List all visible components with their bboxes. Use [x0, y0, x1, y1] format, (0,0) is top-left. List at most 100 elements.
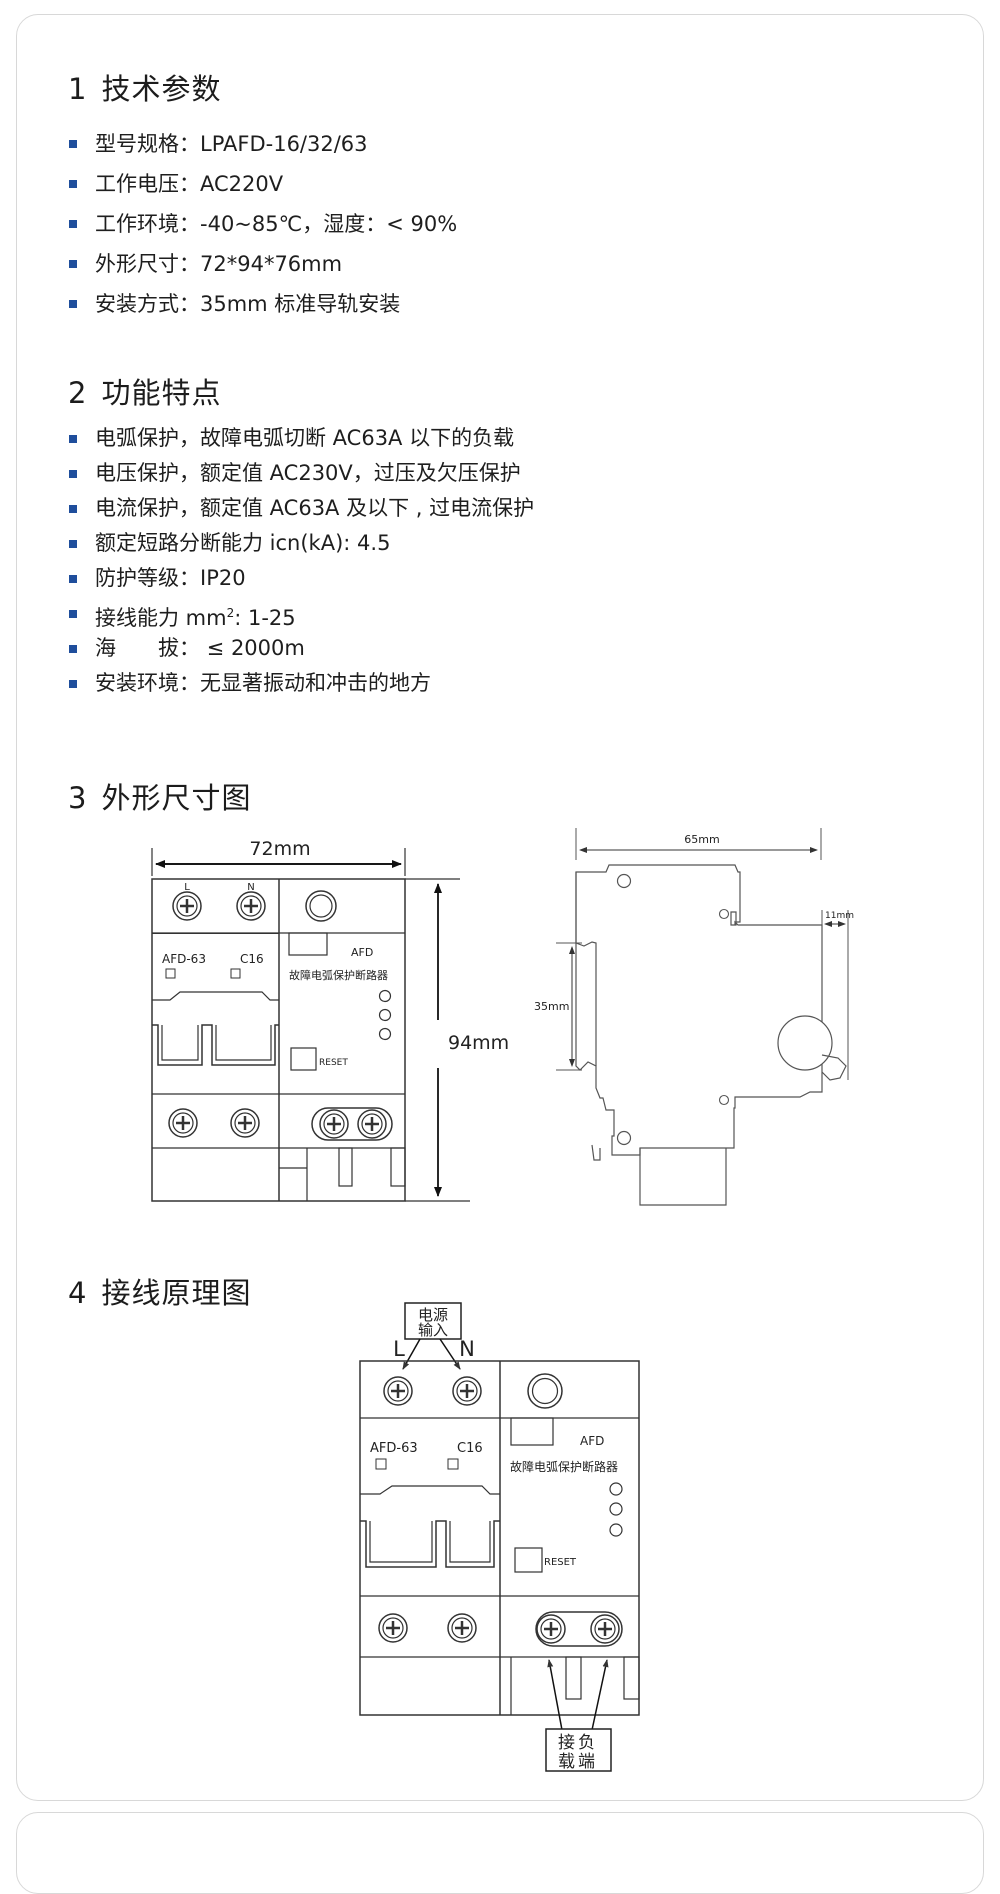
bullet-icon	[69, 260, 77, 268]
reset-button	[514, 1547, 543, 1573]
depth-label: 65mm	[684, 833, 719, 846]
bullet-icon	[69, 679, 77, 688]
model-label: AFD-63	[370, 1441, 418, 1456]
bullet-icon	[69, 644, 77, 653]
reset-label: RESET	[544, 1557, 577, 1568]
bottom-tab	[390, 1147, 406, 1187]
bullet-icon	[69, 609, 77, 618]
input-arrow-n	[439, 1338, 461, 1370]
load-line1: 接负	[558, 1733, 598, 1753]
bottom-tab	[338, 1147, 353, 1187]
handle-outline	[360, 1485, 500, 1495]
led-icon	[378, 989, 392, 1003]
side-view-drawing: 65mm 35mm 11mm	[534, 828, 854, 1206]
indicator-box	[165, 968, 176, 979]
bullet-icon	[69, 180, 77, 188]
load-arrow-right	[591, 1659, 609, 1731]
reset-label: RESET	[319, 1058, 348, 1068]
list-item: 海 拔： ≤ 2000m	[68, 631, 534, 666]
load-arrow-left	[547, 1659, 563, 1731]
bullet-icon	[69, 300, 77, 308]
wiring-l-label: L	[393, 1337, 405, 1361]
list-item: 电流保护，额定值 AC63A 及以下 , 过电流保护	[68, 491, 534, 526]
bullet-icon	[69, 504, 77, 513]
bullet-icon	[69, 469, 77, 478]
terminal-l-label: L	[184, 882, 190, 893]
indicator-window-inner	[531, 1377, 559, 1405]
screw-icon	[382, 1375, 414, 1407]
list-item: 防护等级：IP20	[68, 561, 534, 596]
screw-icon	[451, 1375, 483, 1407]
bullet-icon	[69, 574, 77, 583]
mount-hole	[616, 1130, 632, 1146]
indicator-window-inner	[309, 894, 333, 918]
bullet-icon	[69, 220, 77, 228]
knob-tab	[821, 1054, 847, 1081]
list-item: 电弧保护，故障电弧切断 AC63A 以下的负载	[68, 421, 534, 456]
power-input-label-box	[404, 1302, 462, 1340]
led-icon	[609, 1502, 623, 1516]
wiring-diagram: 电源 输入 L N AFD-63 C16 AFD 故障电弧保护断路器 RESET…	[359, 1302, 640, 1772]
list-item: 工作环境：-40~85℃，湿度：< 90%	[68, 204, 457, 244]
rating-label: C16	[457, 1441, 483, 1456]
list-item: 工作电压：AC220V	[68, 164, 457, 204]
divider	[152, 933, 279, 934]
led-icon	[378, 1008, 392, 1022]
handle-slot	[215, 1025, 272, 1061]
screw-icon	[535, 1613, 567, 1645]
front-view-drawing: 72mm 94mm L N AFD-63 C16 AFD 故障电弧保护断路器 R…	[151, 838, 509, 1202]
list-item: 安装环境：无显著振动和冲击的地方	[68, 666, 534, 701]
led-icon	[609, 1523, 623, 1537]
power-input-line1: 电源	[418, 1306, 448, 1324]
load-line2: 载端	[558, 1752, 598, 1772]
list-item: 安装方式：35mm 标准导轨安装	[68, 284, 457, 324]
bullet-icon	[69, 434, 77, 443]
list-item: 额定短路分断能力 icn(kA): 4.5	[68, 526, 534, 561]
indicator-box	[375, 1458, 387, 1470]
knob	[777, 1015, 833, 1071]
rail-label: 35mm	[534, 1000, 569, 1013]
list-item: 接线能力 mm2: 1-25	[68, 596, 534, 631]
afd-label: AFD	[351, 946, 373, 959]
label-window	[510, 1417, 554, 1446]
features-list: 电弧保护，故障电弧切断 AC63A 以下的负载 电压保护，额定值 AC230V，…	[68, 421, 534, 701]
power-input-line2: 输入	[418, 1321, 448, 1339]
offset-label: 11mm	[825, 911, 854, 921]
bullet-icon	[69, 539, 77, 548]
mount-hole	[718, 908, 730, 920]
label-window	[288, 932, 328, 956]
list-item: 型号规格：LPAFD-16/32/63	[68, 124, 457, 164]
handle-slots	[152, 1024, 279, 1066]
bottom-tab	[623, 1656, 640, 1700]
terminal-n-label: N	[247, 882, 254, 893]
bottom-tab	[565, 1656, 582, 1700]
bottom-profile	[639, 1148, 727, 1206]
width-label: 72mm	[249, 838, 310, 860]
bullet-icon	[69, 140, 77, 148]
led-icon	[609, 1482, 623, 1496]
reset-button	[290, 1047, 317, 1071]
height-label: 94mm	[448, 1032, 509, 1054]
mount-hole	[718, 1094, 730, 1106]
indicator-box	[447, 1458, 459, 1470]
indicator-box	[230, 968, 241, 979]
device-name-label: 故障电弧保护断路器	[510, 1459, 618, 1474]
afd-label: AFD	[580, 1434, 604, 1448]
tech-params-list: 型号规格：LPAFD-16/32/63 工作电压：AC220V 工作环境：-40…	[68, 124, 457, 324]
input-arrow-l	[402, 1338, 421, 1370]
led-icon	[378, 1027, 392, 1041]
mount-hole	[616, 873, 632, 889]
device-name-label: 故障电弧保护断路器	[289, 968, 388, 982]
screw-icon	[589, 1613, 621, 1645]
handle-outline	[152, 991, 279, 1001]
wiring-n-label: N	[459, 1337, 475, 1361]
rating-label: C16	[240, 952, 264, 966]
